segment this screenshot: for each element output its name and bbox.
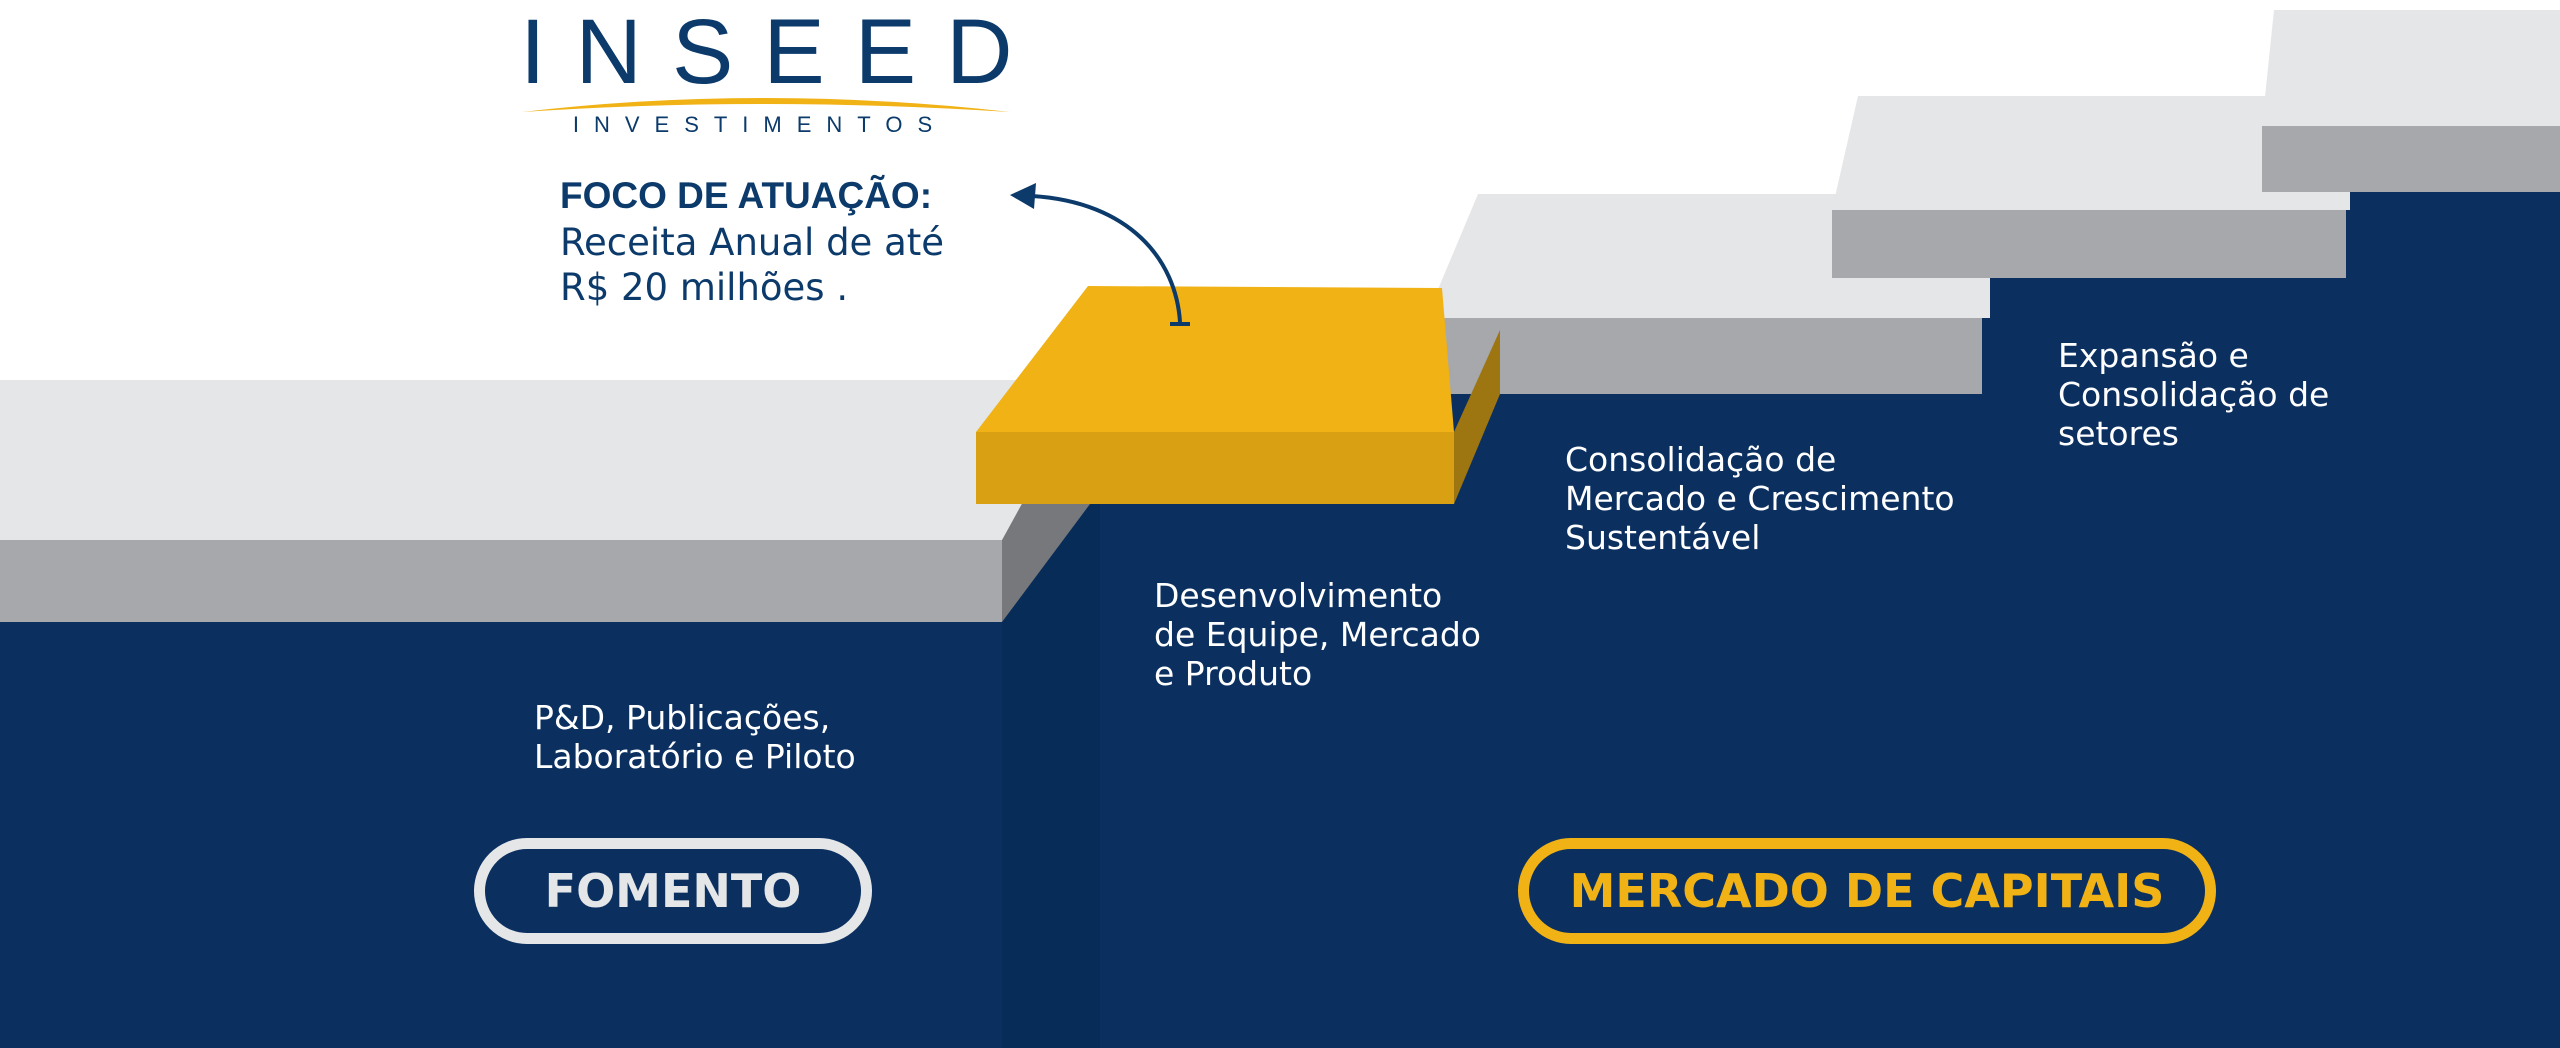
- focus-title: FOCO DE ATUAÇÃO:: [560, 175, 933, 216]
- step-divider-shadow: [1002, 504, 1108, 1048]
- step4-label-line: Expansão e: [2058, 336, 2249, 375]
- logo-subtitle: INVESTIMENTOS: [572, 112, 948, 137]
- focus-line: R$ 20 milhões .: [560, 266, 849, 309]
- focus-line: Receita Anual de até: [560, 221, 945, 264]
- logo-title: INSEED: [520, 1, 1043, 103]
- fomento-badge: FOMENTO: [474, 838, 872, 944]
- step2-label-line: Desenvolvimento: [1154, 576, 1443, 615]
- focus-arrow: [1031, 194, 1182, 323]
- focus-block: FOCO DE ATUAÇÃO: Receita Anual de até R$…: [560, 172, 944, 310]
- step1-front: [0, 540, 1002, 622]
- step3-label-line: Sustentável: [1565, 518, 1761, 557]
- step2-front: [976, 432, 1454, 504]
- mercado-base-2: [1980, 278, 2560, 398]
- step2-label: Desenvolvimento de Equipe, Mercado e Pro…: [1154, 576, 1481, 693]
- step3-label-line: Consolidação de: [1565, 440, 1837, 479]
- step3-label-line: Mercado e Crescimento: [1565, 479, 1955, 518]
- step1-label: P&D, Publicações, Laboratório e Piloto: [534, 698, 856, 776]
- step2-top: [976, 286, 1454, 432]
- step1-label-line: P&D, Publicações,: [534, 698, 831, 737]
- step3-label: Consolidação de Mercado e Crescimento Su…: [1565, 440, 1955, 557]
- step4-top: [1832, 96, 2350, 210]
- step4-front: [1832, 210, 2346, 278]
- step4-label-line: setores: [2058, 414, 2179, 453]
- step2-side: [1454, 330, 1500, 504]
- step5-top: [2262, 10, 2560, 126]
- step4-label: Expansão e Consolidação de setores: [2058, 336, 2329, 453]
- step1-label-line: Laboratório e Piloto: [534, 737, 856, 776]
- fomento-base: [0, 620, 1002, 1048]
- focus-arrow-head-icon: [1010, 183, 1036, 209]
- mercado-de-capitais-badge: MERCADO DE CAPITAIS: [1518, 838, 2216, 944]
- step1-top: [0, 380, 1090, 540]
- step5-front: [2262, 126, 2560, 192]
- step2-label-line: de Equipe, Mercado: [1154, 615, 1481, 654]
- mercado-base-3: [2340, 190, 2560, 290]
- step4-label-line: Consolidação de: [2058, 375, 2330, 414]
- step3-front: [1426, 318, 1982, 394]
- logo-swoosh: [522, 98, 1010, 112]
- step2-label-line: e Produto: [1154, 654, 1313, 693]
